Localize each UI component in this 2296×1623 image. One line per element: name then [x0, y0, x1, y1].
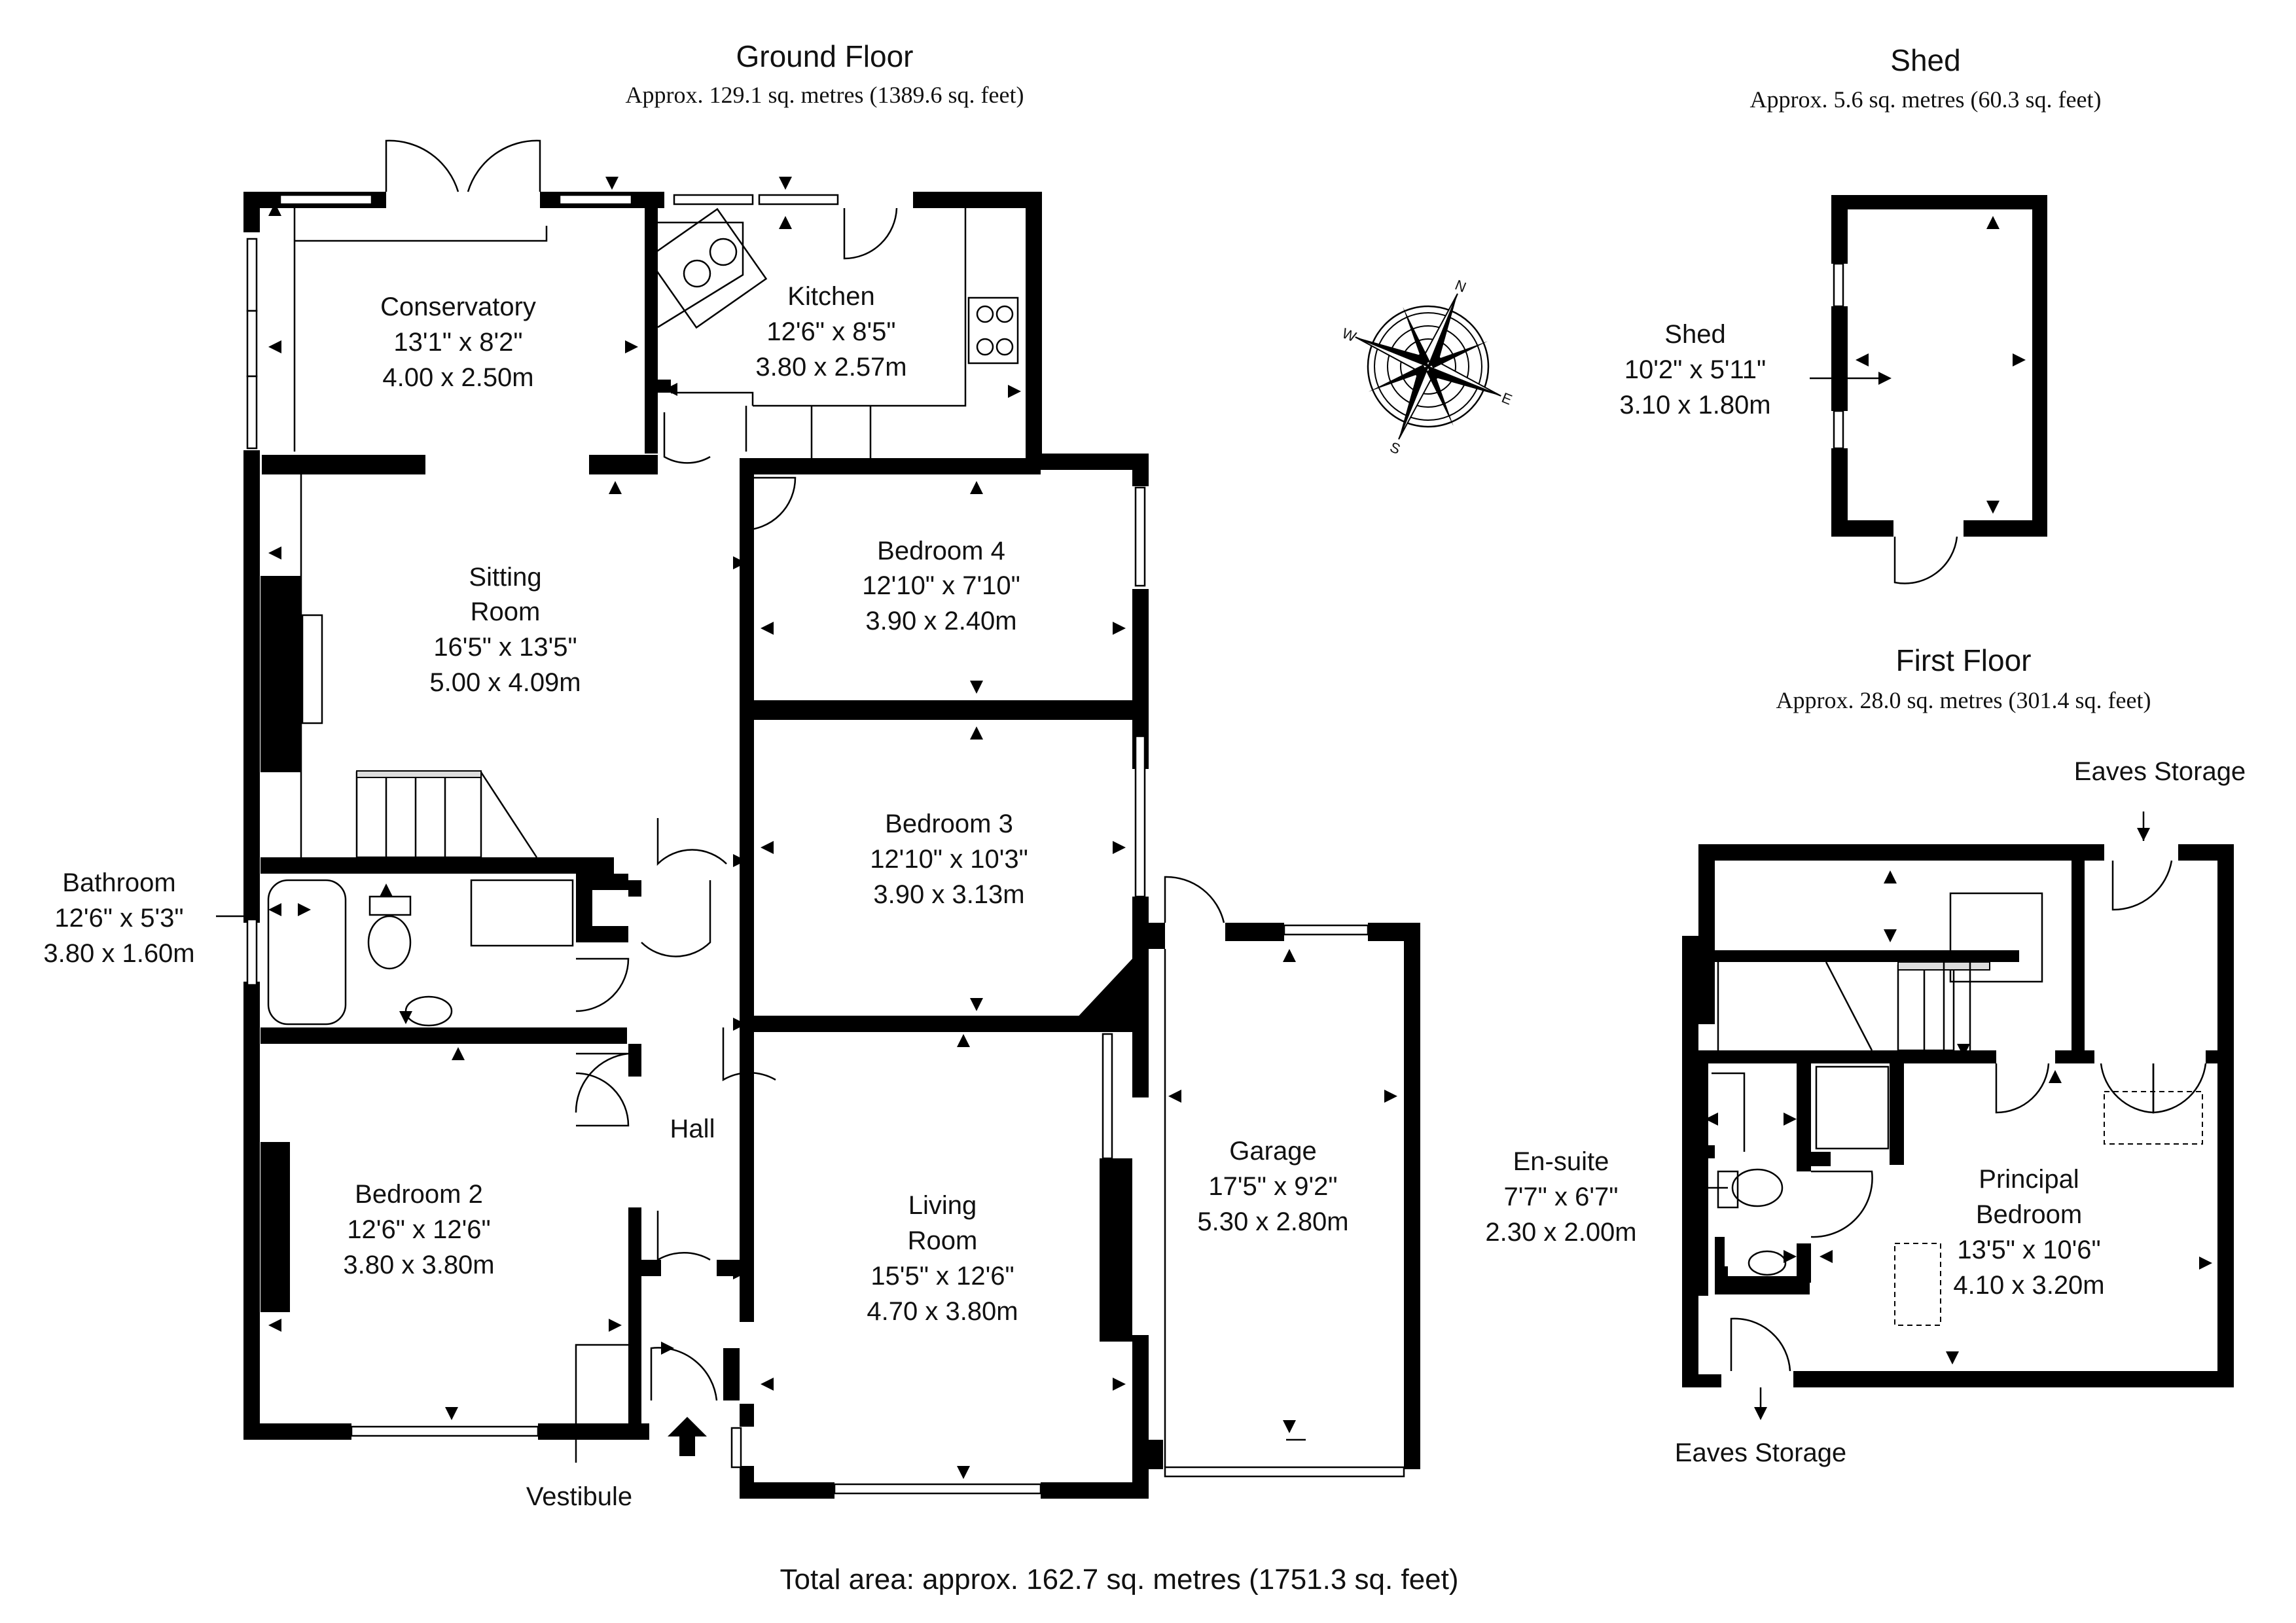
- room-name: Bedroom 3: [885, 810, 1013, 838]
- room-metric: 4.10 x 3.20m: [1953, 1271, 2104, 1300]
- room-imperial: 17'5" x 9'2": [1208, 1172, 1337, 1201]
- room-name: Shed: [1664, 320, 1725, 349]
- ground-floor-walls: [243, 192, 1420, 1499]
- compass-n: N: [1453, 277, 1469, 296]
- room-imperial: 12'6" x 12'6": [347, 1215, 490, 1244]
- room-imperial: 7'7" x 6'7": [1504, 1183, 1619, 1211]
- room-metric: 4.70 x 3.80m: [867, 1297, 1018, 1326]
- ground-floor-doors: [385, 139, 1225, 1401]
- ground-floor-title: Ground Floor: [736, 39, 913, 73]
- room-metric: 5.30 x 2.80m: [1197, 1207, 1348, 1236]
- compass-w: W: [1340, 325, 1359, 345]
- first-floor-fixtures: [1685, 812, 2212, 1420]
- room-bathroom: Bathroom 12'6" x 5'3" 3.80 x 1.60m: [43, 868, 245, 968]
- room-shed: Shed 10'2" x 5'11" 3.10 x 1.80m: [1619, 320, 1770, 419]
- room-imperial: 13'5" x 10'6": [1957, 1236, 2100, 1264]
- room-metric: 3.10 x 1.80m: [1619, 391, 1770, 419]
- room-vestibule: Vestibule: [526, 1482, 632, 1511]
- room-imperial: 16'5" x 13'5": [433, 633, 577, 662]
- compass-s: S: [1388, 438, 1403, 457]
- room-hall: Hall: [670, 1115, 715, 1143]
- room-name: Sitting: [469, 563, 541, 592]
- room-imperial: 10'2" x 5'11": [1624, 355, 1766, 384]
- room-name: Bathroom: [62, 868, 175, 897]
- room-metric: 2.30 x 2.00m: [1485, 1218, 1636, 1247]
- room-name: Principal: [1979, 1165, 2079, 1194]
- room-bedroom-3: Bedroom 3 12'10" x 10'3" 3.90 x 3.13m: [870, 810, 1028, 909]
- room-eaves-storage-bottom: Eaves Storage: [1675, 1438, 1846, 1467]
- room-name: Living: [908, 1191, 977, 1220]
- room-name-line2: Room: [908, 1226, 978, 1255]
- total-area: Total area: approx. 162.7 sq. metres (17…: [780, 1563, 1458, 1596]
- room-name: Bedroom 2: [355, 1180, 483, 1209]
- entrance-arrow-icon: [668, 1417, 707, 1456]
- shed-title: Shed: [1890, 43, 1960, 77]
- room-name: En-suite: [1513, 1147, 1609, 1176]
- room-metric: 4.00 x 2.50m: [382, 363, 533, 392]
- compass-e: E: [1499, 389, 1515, 408]
- room-name-line2: Bedroom: [1976, 1200, 2082, 1229]
- room-metric: 3.80 x 1.60m: [43, 939, 194, 968]
- compass-rose-icon: N E S W: [1340, 277, 1515, 457]
- room-bedroom-2: Bedroom 2 12'6" x 12'6" 3.80 x 3.80m: [343, 1180, 494, 1279]
- room-imperial: 13'1" x 8'2": [393, 328, 522, 357]
- room-garage: Garage 17'5" x 9'2" 5.30 x 2.80m: [1197, 1137, 1348, 1236]
- room-bedroom-4: Bedroom 4 12'10" x 7'10" 3.90 x 2.40m: [862, 537, 1020, 635]
- room-imperial: 12'6" x 5'3": [54, 904, 183, 933]
- room-imperial: 12'6" x 8'5": [766, 317, 895, 346]
- room-metric: 3.90 x 3.13m: [873, 880, 1024, 909]
- ground-floor-area: Approx. 129.1 sq. metres (1389.6 sq. fee…: [626, 82, 1024, 108]
- room-conservatory: Conservatory 13'1" x 8'2" 4.00 x 2.50m: [380, 293, 536, 392]
- room-name: Garage: [1229, 1137, 1316, 1166]
- room-name-line2: Room: [471, 597, 541, 626]
- first-floor-title: First Floor: [1896, 643, 2032, 677]
- shed-plan: [1810, 195, 2047, 584]
- ground-floor-fixtures: [246, 194, 1405, 1495]
- first-floor-area: Approx. 28.0 sq. metres (301.4 sq. feet): [1776, 687, 2151, 713]
- room-metric: 3.90 x 2.40m: [865, 607, 1016, 635]
- room-name: Bedroom 4: [877, 537, 1005, 565]
- dimension-markers: [268, 177, 1397, 1479]
- room-name: Kitchen: [787, 282, 874, 311]
- room-principal-bedroom: Principal Bedroom 13'5" x 10'6" 4.10 x 3…: [1953, 1165, 2104, 1300]
- room-metric: 3.80 x 2.57m: [755, 353, 906, 382]
- room-sitting: Sitting Room 16'5" x 13'5" 5.00 x 4.09m: [429, 563, 581, 697]
- room-metric: 3.80 x 3.80m: [343, 1251, 494, 1279]
- shed-area: Approx. 5.6 sq. metres (60.3 sq. feet): [1750, 86, 2102, 113]
- room-ensuite: En-suite 7'7" x 6'7" 2.30 x 2.00m: [1485, 1147, 1636, 1247]
- room-imperial: 12'10" x 10'3": [870, 845, 1028, 874]
- room-kitchen: Kitchen 12'6" x 8'5" 3.80 x 2.57m: [755, 282, 906, 382]
- room-imperial: 15'5" x 12'6": [870, 1262, 1014, 1291]
- room-eaves-storage-top: Eaves Storage: [2074, 757, 2246, 786]
- room-metric: 5.00 x 4.09m: [429, 668, 581, 697]
- room-living: Living Room 15'5" x 12'6" 4.70 x 3.80m: [867, 1191, 1018, 1326]
- room-imperial: 12'10" x 7'10": [862, 571, 1020, 600]
- room-name: Conservatory: [380, 293, 536, 321]
- first-floor-walls: [1682, 844, 2234, 1387]
